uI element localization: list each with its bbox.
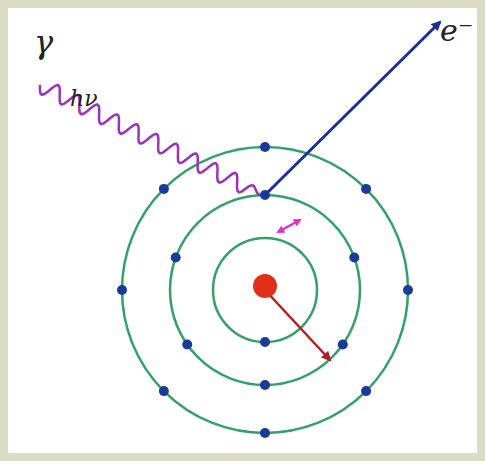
electron-dot [260, 428, 270, 438]
photon-wave [40, 85, 260, 195]
electron-dot [182, 340, 192, 350]
symbol-label: hν [70, 88, 98, 110]
electron-dot [171, 253, 181, 263]
background-panel [8, 8, 477, 453]
electron-dot [260, 337, 270, 347]
electron-dot [260, 380, 270, 390]
electron-dot [349, 253, 359, 263]
ejected-electron-arrow [265, 22, 440, 195]
recoil-arrow [265, 290, 330, 360]
electron-dot [159, 386, 169, 396]
transition-arrow [278, 220, 300, 232]
nucleus [253, 274, 277, 298]
electron-dot [361, 184, 371, 194]
electron-dot [403, 285, 413, 295]
symbol-label: γ [34, 26, 53, 58]
electron-dot [117, 285, 127, 295]
electrons [117, 142, 413, 438]
electron-shells [122, 147, 408, 433]
electron-dot [361, 386, 371, 396]
electron-dot [260, 142, 270, 152]
electron-dot [338, 340, 348, 350]
electron-dot [159, 184, 169, 194]
symbol-label: e⁻ [440, 16, 474, 46]
